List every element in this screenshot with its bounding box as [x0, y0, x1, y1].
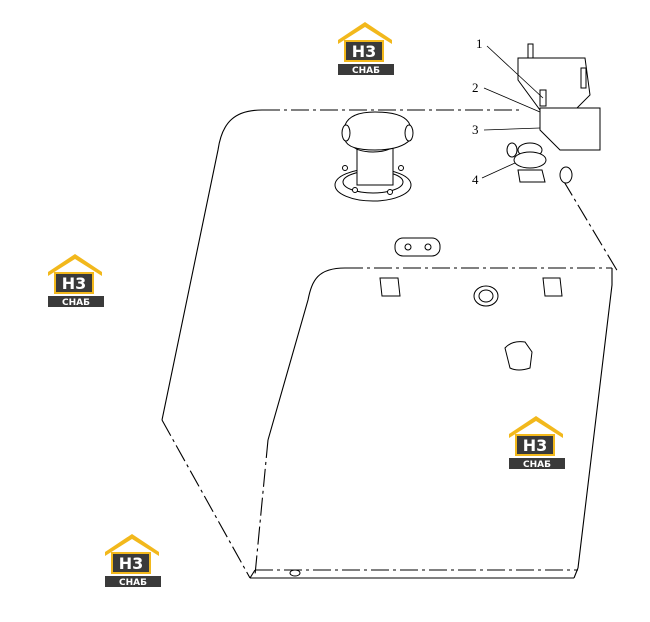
bracket-right: [542, 277, 563, 297]
callout-labels: 1 2 3 4: [472, 36, 483, 187]
filler-cap: [334, 111, 414, 202]
svg-text:СНАБ: СНАБ: [62, 298, 90, 308]
svg-text:СНАБ: СНАБ: [119, 578, 147, 588]
breather-assembly: [506, 43, 601, 184]
svg-text:H3: H3: [119, 554, 144, 573]
callout-1: 1: [476, 36, 483, 51]
watermark-logo: H3 СНАБ: [44, 250, 106, 308]
tank-outline: [161, 109, 619, 579]
house-logo-icon: H3 СНАБ: [509, 416, 565, 470]
watermark-logo: H3 СНАБ: [101, 530, 163, 588]
house-logo-icon: H3 СНАБ: [105, 534, 161, 588]
callout-4: 4: [472, 172, 479, 187]
drain-plug: [504, 341, 533, 371]
bracket-left: [379, 277, 401, 297]
tank-front-left-curve: [267, 267, 346, 441]
callout-2: 2: [472, 80, 479, 95]
watermark-logo: H3 СНАБ: [334, 18, 396, 76]
svg-text:H3: H3: [62, 274, 87, 293]
tank-front-right: [577, 268, 613, 569]
svg-text:H3: H3: [523, 436, 548, 455]
tank-back-left-curve: [161, 109, 263, 421]
watermark-logo: H3 СНАБ: [505, 412, 567, 470]
house-logo-icon: H3 СНАБ: [338, 22, 394, 76]
svg-text:СНАБ: СНАБ: [352, 66, 380, 76]
svg-text:СНАБ: СНАБ: [523, 460, 551, 470]
tank-right-back-edge: [562, 179, 619, 273]
tank-left-bottom: [161, 419, 251, 579]
house-logo-icon: H3 СНАБ: [48, 254, 104, 308]
callout-3: 3: [472, 122, 479, 137]
tank-front-left-lower: [254, 439, 269, 576]
callout-leaders: [481, 45, 544, 179]
svg-text:H3: H3: [352, 42, 377, 61]
tank-fittings: [289, 237, 563, 577]
mount-lug: [394, 237, 441, 257]
